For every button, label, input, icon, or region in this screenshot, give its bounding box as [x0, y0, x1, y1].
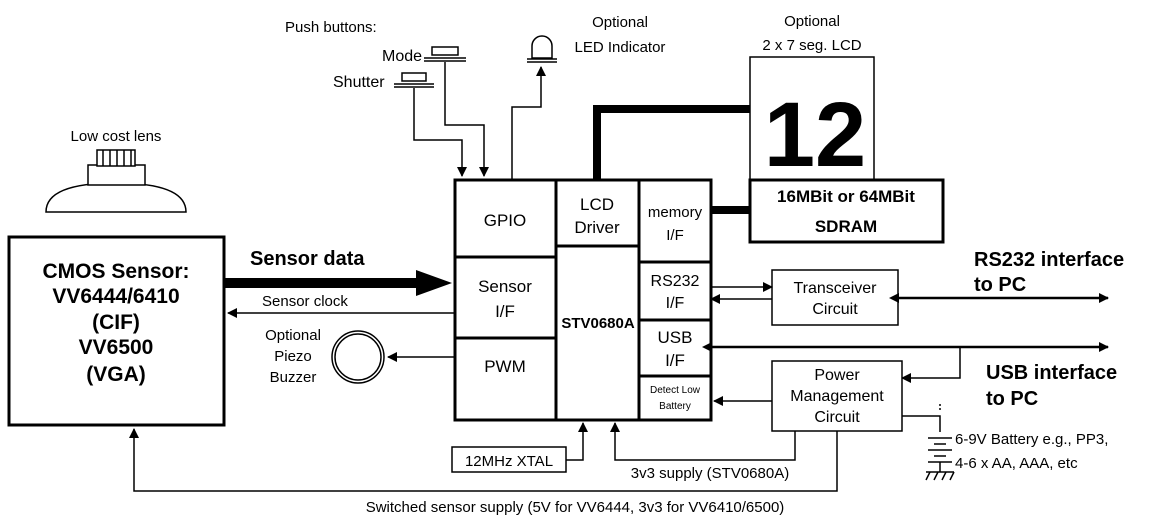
sensor-clock-label: Sensor clock	[262, 293, 348, 310]
led-label-line2: LED Indicator	[575, 39, 666, 56]
memory-if-line1: memory	[648, 204, 703, 221]
usb-if-line2: I/F	[665, 351, 685, 370]
mode-button-label: Mode	[382, 48, 422, 65]
battery-line1: 6-9V Battery e.g., PP3,	[955, 431, 1108, 448]
battery-icon	[925, 404, 955, 481]
usb-if-line1: USB	[658, 328, 693, 347]
xtal-label: 12MHz XTAL	[465, 453, 553, 470]
cmos-title: CMOS Sensor:	[42, 260, 189, 283]
switched-supply-label: Switched sensor supply (5V for VV6444, 3…	[366, 499, 785, 516]
battery-line2: 4-6 x AA, AAA, etc	[955, 455, 1078, 472]
sensor-data-label: Sensor data	[250, 248, 365, 270]
shutter-wire	[413, 88, 467, 177]
stv0680a-chip	[453, 178, 713, 422]
lcd-label-line2: 2 x 7 seg. LCD	[762, 37, 861, 54]
transceiver-line2: Circuit	[812, 301, 858, 318]
lens-icon	[45, 149, 187, 213]
piezo-label-line2: Piezo	[274, 348, 312, 365]
memory-if-line2: I/F	[666, 227, 684, 244]
chip-name: STV0680A	[561, 315, 635, 332]
cmos-model-vga: VV6500	[79, 336, 154, 359]
lcd-driver-line2: Driver	[574, 218, 620, 237]
power-line1: Power	[814, 367, 860, 384]
supply-3v3-label: 3v3 supply (STV0680A)	[631, 465, 789, 482]
rs232-if-line2: I/F	[666, 295, 685, 312]
lcd-driver-line1: LCD	[580, 195, 614, 214]
detect-line1: Detect Low	[650, 385, 701, 396]
sensor-if-line2: I/F	[495, 302, 515, 321]
usb-pc-line2: to PC	[986, 388, 1038, 410]
pwm-block: PWM	[484, 357, 526, 376]
led-wire	[511, 66, 546, 180]
led-label-line1: Optional	[592, 14, 648, 31]
detect-line2: Battery	[659, 401, 691, 412]
sensor-if-line1: Sensor	[478, 277, 532, 296]
sdram-line2: SDRAM	[815, 217, 877, 236]
xtal-wire	[566, 422, 588, 461]
cmos-model-cif: VV6444/6410	[52, 285, 179, 308]
mode-button-icon	[424, 46, 466, 62]
gpio-block: GPIO	[484, 211, 527, 230]
lcd-digits: 12	[764, 84, 866, 186]
cmos-sensor-box	[7, 235, 226, 427]
shutter-button-label: Shutter	[333, 74, 385, 91]
supply-3v3-wire	[610, 422, 796, 461]
sdram-box	[748, 178, 945, 244]
shutter-button-icon	[394, 72, 434, 88]
piezo-buzzer-icon	[331, 330, 385, 384]
led-icon	[527, 35, 557, 63]
usb-pc-line1: USB interface	[986, 362, 1117, 384]
rs232-pc-line1: RS232 interface	[974, 249, 1124, 271]
sdram-line1: 16MBit or 64MBit	[777, 187, 915, 206]
mode-wire	[444, 62, 489, 177]
rs232-if-line1: RS232	[651, 273, 700, 290]
power-line3: Circuit	[814, 409, 860, 426]
transceiver-box	[771, 269, 899, 326]
cmos-cif: (CIF)	[92, 311, 140, 334]
sensor-data-arrow	[225, 278, 418, 288]
rs232-pc-line2: to PC	[974, 274, 1026, 296]
battery-wire	[902, 415, 941, 432]
lcd-bus	[593, 105, 750, 183]
power-line2: Management	[790, 388, 884, 405]
lens-label: Low cost lens	[71, 128, 162, 145]
piezo-label-line1: Optional	[265, 327, 321, 344]
transceiver-line1: Transceiver	[794, 280, 878, 297]
switched-supply-wire	[129, 428, 838, 492]
cmos-vga: (VGA)	[86, 363, 146, 386]
push-buttons-label: Push buttons:	[285, 19, 377, 36]
piezo-label-line3: Buzzer	[270, 369, 317, 386]
usb-power-wire	[901, 347, 961, 383]
lcd-label-line1: Optional	[784, 13, 840, 30]
